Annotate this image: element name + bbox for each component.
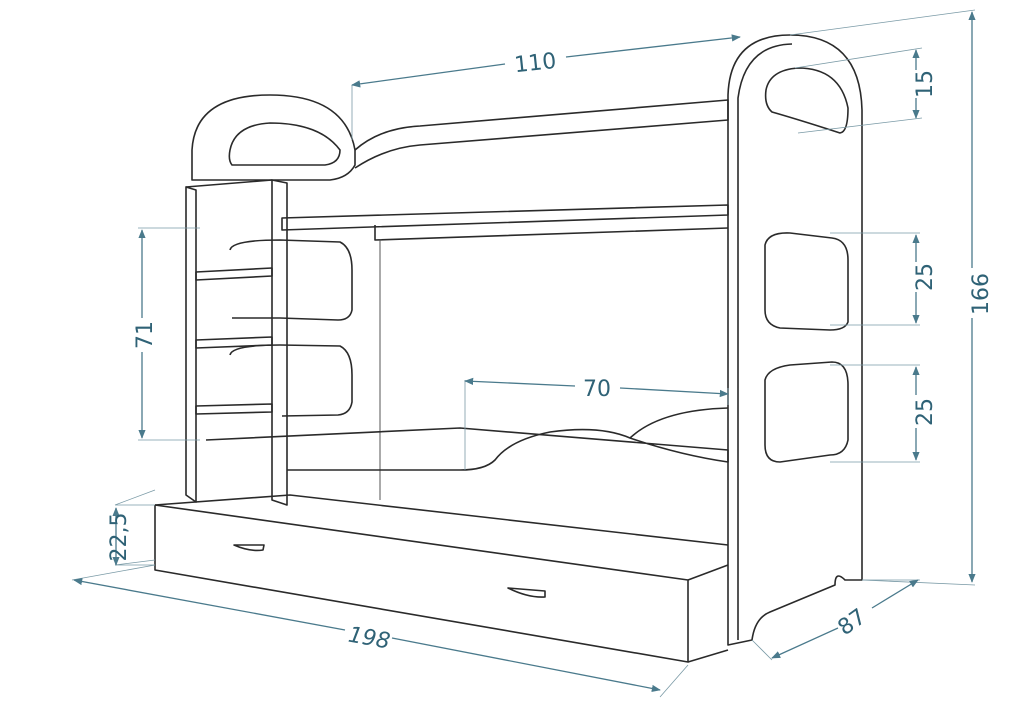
dim-total-length-label: 198 — [346, 623, 392, 655]
dimension-lines — [71, 9, 976, 698]
dim-depth-label: 87 — [834, 604, 871, 641]
dim-total-height-label: 166 — [969, 273, 994, 315]
bed-outline — [154, 34, 863, 663]
dim-guard-opening-label: 70 — [583, 377, 611, 402]
dim-side-opening-lower-label: 25 — [913, 398, 938, 426]
dim-drawer-height-label: 22,5 — [107, 513, 132, 562]
dim-top-length-label: 110 — [513, 49, 557, 78]
dim-ladder-height-label: 71 — [133, 321, 158, 349]
dim-headboard-opening-label: 15 — [913, 70, 938, 98]
dim-side-opening-upper-label: 25 — [913, 263, 938, 291]
